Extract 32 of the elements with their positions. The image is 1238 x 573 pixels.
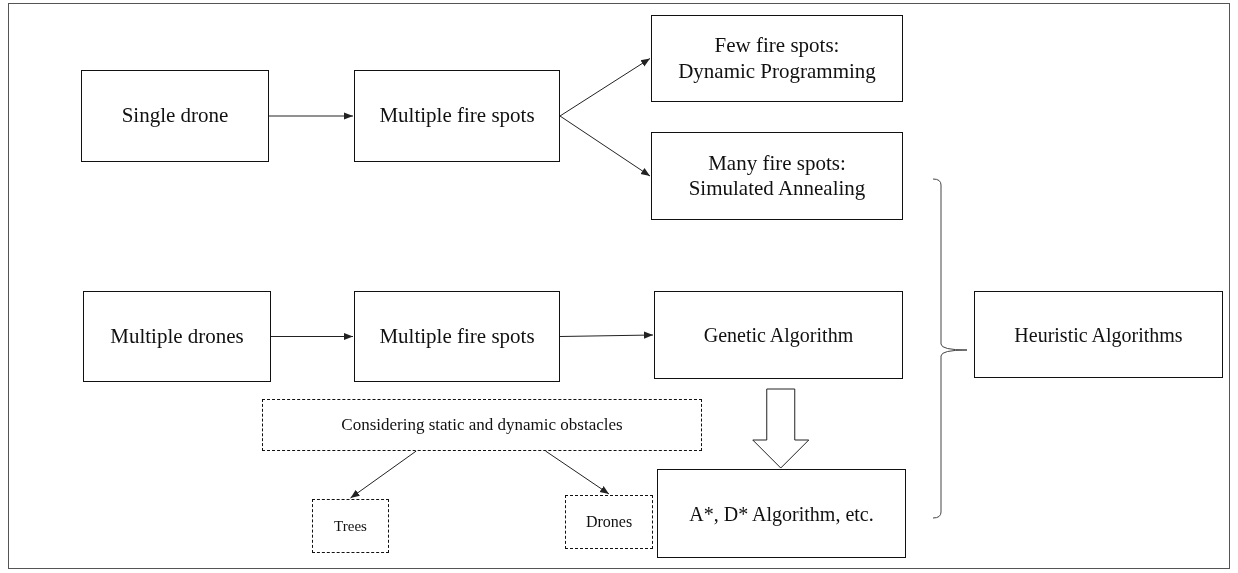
box-label: Genetic Algorithm	[703, 323, 854, 347]
box-label: Single drone	[121, 103, 229, 129]
block-arrow	[752, 388, 810, 469]
dashed-box	[262, 399, 702, 451]
arrow	[268, 112, 354, 120]
box-label: Many fire spots: Simulated Annealing	[687, 150, 867, 202]
process-box	[651, 15, 903, 102]
arrow	[559, 58, 651, 117]
dashed-box	[565, 495, 653, 549]
box-label: Heuristic Algorithms	[1014, 322, 1183, 347]
box-label: Few fire spots: Dynamic Programming	[677, 33, 877, 84]
process-box	[354, 70, 560, 162]
process-box	[657, 469, 906, 558]
process-box	[83, 291, 271, 382]
box-label: Considering static and dynamic obstacles	[341, 414, 623, 436]
process-box	[974, 291, 1223, 378]
arrow	[545, 450, 610, 495]
process-box	[651, 132, 903, 220]
arrow	[350, 450, 417, 499]
arrow	[270, 332, 354, 341]
arrow	[559, 331, 654, 339]
process-box	[654, 291, 903, 379]
box-label: Trees	[334, 517, 367, 535]
box-label: Multiple fire spots	[379, 323, 535, 350]
dashed-box	[312, 499, 389, 553]
process-box	[354, 291, 560, 382]
arrow	[559, 115, 651, 177]
box-label: Drones	[585, 512, 633, 532]
box-label: Multiple fire spots	[379, 103, 535, 129]
box-label: Multiple drones	[110, 323, 244, 350]
box-label: A*, D* Algorithm, etc.	[689, 501, 874, 526]
process-box	[81, 70, 269, 162]
